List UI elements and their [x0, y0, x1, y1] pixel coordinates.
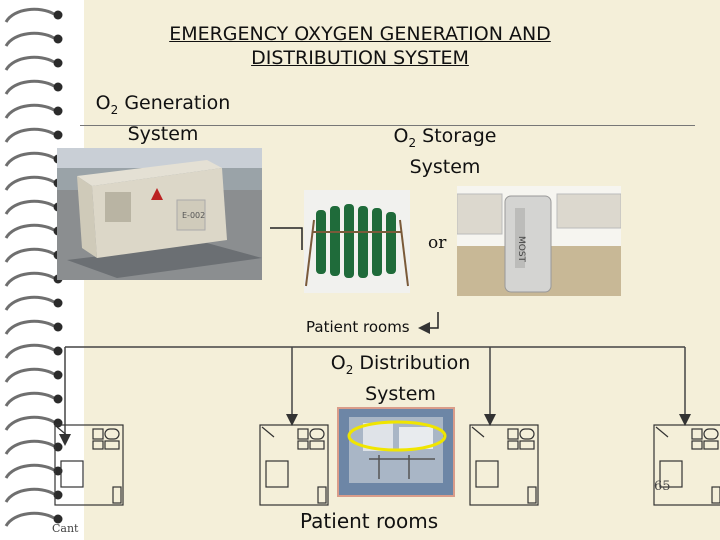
binding-ring — [4, 175, 55, 191]
binding-ring — [4, 439, 55, 455]
room-floorplan-1 — [54, 424, 124, 506]
or-label: or — [428, 233, 447, 253]
binding-hole — [53, 322, 63, 332]
binding-hole — [53, 298, 63, 308]
title-line-1: EMERGENCY OXYGEN GENERATION AND — [169, 23, 551, 45]
footer-text: Cant — [52, 522, 79, 535]
binding-hole — [53, 394, 63, 404]
patient-rooms-bottom-label: Patient rooms — [300, 509, 439, 533]
binding-hole — [53, 106, 63, 116]
title-line-2: DISTRIBUTION SYSTEM — [251, 47, 469, 69]
binding-ring — [4, 151, 55, 167]
o2-generation-label: O2 Generation System — [95, 92, 231, 145]
binding-ring — [4, 55, 55, 71]
binding-ring — [4, 271, 55, 287]
binding-hole — [53, 370, 63, 380]
binding-ring — [4, 127, 55, 143]
o2-distribution-label: O2 Distribution System — [330, 352, 471, 405]
binding-ring — [4, 295, 55, 311]
binding-hole — [53, 346, 63, 356]
patient-rooms-top-label: Patient rooms — [306, 318, 410, 336]
room-floorplan-2 — [259, 424, 329, 506]
slide-title: EMERGENCY OXYGEN GENERATION AND DISTRIBU… — [100, 22, 620, 70]
binding-hole — [53, 82, 63, 92]
binding-ring — [4, 391, 55, 407]
oxygen-generator-photo: E-002 — [57, 148, 262, 280]
binding-ring — [4, 79, 55, 95]
binding-hole — [53, 466, 63, 476]
binding-ring — [4, 319, 55, 335]
binding-ring — [4, 343, 55, 359]
svg-text:MOST: MOST — [516, 236, 526, 263]
oxygen-cylinders-photo — [304, 190, 410, 293]
distribution-manifold-photo — [337, 407, 455, 497]
binding-hole — [53, 490, 63, 500]
binding-ring — [4, 199, 55, 215]
binding-hole — [53, 58, 63, 68]
binding-ring — [4, 511, 55, 527]
binding-ring — [4, 31, 55, 47]
binding-ring — [4, 487, 55, 503]
binding-ring — [4, 247, 55, 263]
divider-line — [80, 125, 695, 126]
binding-hole — [53, 34, 63, 44]
binding-ring — [4, 7, 55, 23]
page-number: 65 — [654, 479, 671, 494]
binding-hole — [53, 130, 63, 140]
binding-hole — [53, 514, 63, 524]
binding-ring — [4, 367, 55, 383]
connector-return-arrow — [418, 312, 439, 334]
room-floorplan-4 — [653, 424, 720, 506]
room-floorplan-3 — [469, 424, 539, 506]
binding-ring — [4, 415, 55, 431]
binding-ring — [4, 103, 55, 119]
svg-text:E-002: E-002 — [182, 211, 205, 220]
oxygen-storage-tank-photo: MOST — [457, 186, 621, 296]
o2-storage-label: O2 Storage System — [393, 125, 497, 178]
binding-ring — [4, 463, 55, 479]
binding-hole — [53, 10, 63, 20]
binding-ring — [4, 223, 55, 239]
connector-generator-to-storage — [270, 227, 303, 250]
